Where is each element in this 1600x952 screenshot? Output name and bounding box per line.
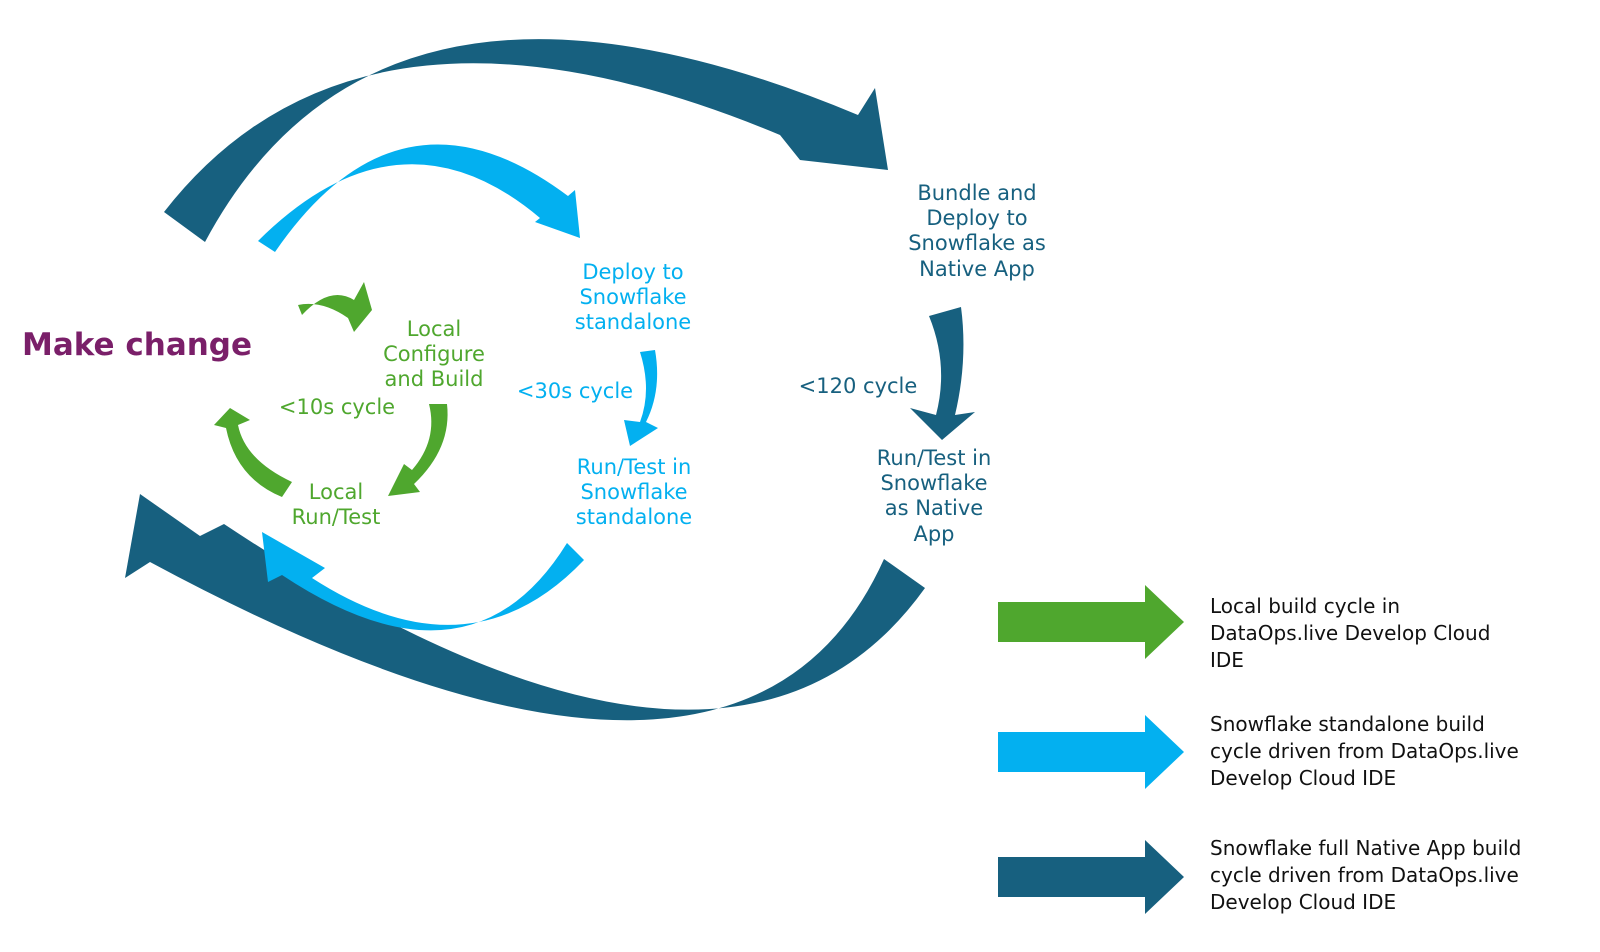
native-step1-line1: Bundle and: [917, 181, 1037, 205]
local-configure-build-label: Local Configure and Build: [372, 317, 496, 393]
legend-native-line2: cycle driven from DataOps.live: [1210, 863, 1519, 887]
legend-navy-arrow-icon: [998, 840, 1184, 914]
local-step2-line2: Run/Test: [291, 505, 381, 530]
legend-local-text: Local build cycle in DataOps.live Develo…: [1210, 593, 1590, 674]
legend-standalone-line2: cycle driven from DataOps.live: [1210, 739, 1519, 763]
local-step1-line2: Configure: [383, 342, 485, 367]
native-step1-line4: Native App: [919, 256, 1035, 281]
local-cycle-arrows: [214, 282, 448, 497]
native-cycle-label: <120 cycle: [798, 374, 918, 398]
native-middle-arrow: [910, 307, 975, 440]
standalone-step2-line1: Run/Test in: [576, 455, 692, 479]
standalone-middle-arrow: [624, 350, 658, 446]
legend-local-line3: IDE: [1210, 648, 1244, 672]
make-change-label: Make change: [22, 327, 253, 363]
standalone-run-test-label: Run/Test in Snowflake standalone: [556, 455, 712, 531]
local-cycle-label: <10s cycle: [278, 395, 396, 419]
local-run-test-label: Local Run/Test: [280, 480, 392, 530]
native-step2-line4: App: [913, 521, 955, 546]
native-cycle-arrows: [125, 39, 975, 721]
native-step2-line3: as Native: [884, 496, 984, 521]
legend-arrows: [998, 585, 1184, 914]
standalone-step1-line2: Snowflake: [579, 285, 687, 310]
native-step1-line3: Snowflake as: [908, 231, 1046, 256]
native-step2-line2: Snowflake: [880, 471, 988, 496]
legend-native-text: Snowflake full Native App build cycle dr…: [1210, 835, 1590, 916]
local-right-arrow: [388, 404, 448, 496]
legend-standalone-text: Snowflake standalone build cycle driven …: [1210, 711, 1590, 792]
legend-standalone-line1: Snowflake standalone build: [1210, 712, 1485, 736]
local-top-arrow: [298, 282, 372, 332]
standalone-step1-line3: standalone: [574, 310, 692, 335]
standalone-bottom-arrow: [262, 532, 584, 631]
standalone-step2-line2: Snowflake: [580, 480, 688, 505]
standalone-top-arrow: [258, 144, 580, 252]
native-step2-line1: Run/Test in: [876, 446, 992, 470]
standalone-step2-line3: standalone: [575, 505, 693, 530]
local-step1-line3: and Build: [384, 367, 484, 392]
local-step1-line1: Local: [406, 317, 462, 341]
standalone-cycle-arrows: [258, 144, 658, 631]
native-run-test-label: Run/Test in Snowflake as Native App: [862, 446, 1006, 547]
local-left-arrow: [214, 408, 292, 497]
legend-standalone-line3: Develop Cloud IDE: [1210, 766, 1397, 790]
legend-green-arrow-icon: [998, 585, 1184, 659]
local-step2-line1: Local: [308, 480, 364, 504]
standalone-cycle-label: <30s cycle: [516, 379, 634, 403]
standalone-step1-line1: Deploy to: [582, 260, 684, 284]
native-step1-line2: Deploy to: [926, 206, 1028, 231]
legend-local-line2: DataOps.live Develop Cloud: [1210, 621, 1491, 645]
native-bottom-arrow: [125, 494, 925, 721]
native-top-arrow: [164, 39, 888, 243]
standalone-deploy-label: Deploy to Snowflake standalone: [560, 260, 706, 336]
legend-cyan-arrow-icon: [998, 715, 1184, 789]
legend-local-line1: Local build cycle in: [1210, 594, 1401, 618]
legend-native-line3: Develop Cloud IDE: [1210, 890, 1397, 914]
native-bundle-deploy-label: Bundle and Deploy to Snowflake as Native…: [895, 181, 1059, 282]
legend-native-line1: Snowflake full Native App build: [1210, 836, 1522, 860]
